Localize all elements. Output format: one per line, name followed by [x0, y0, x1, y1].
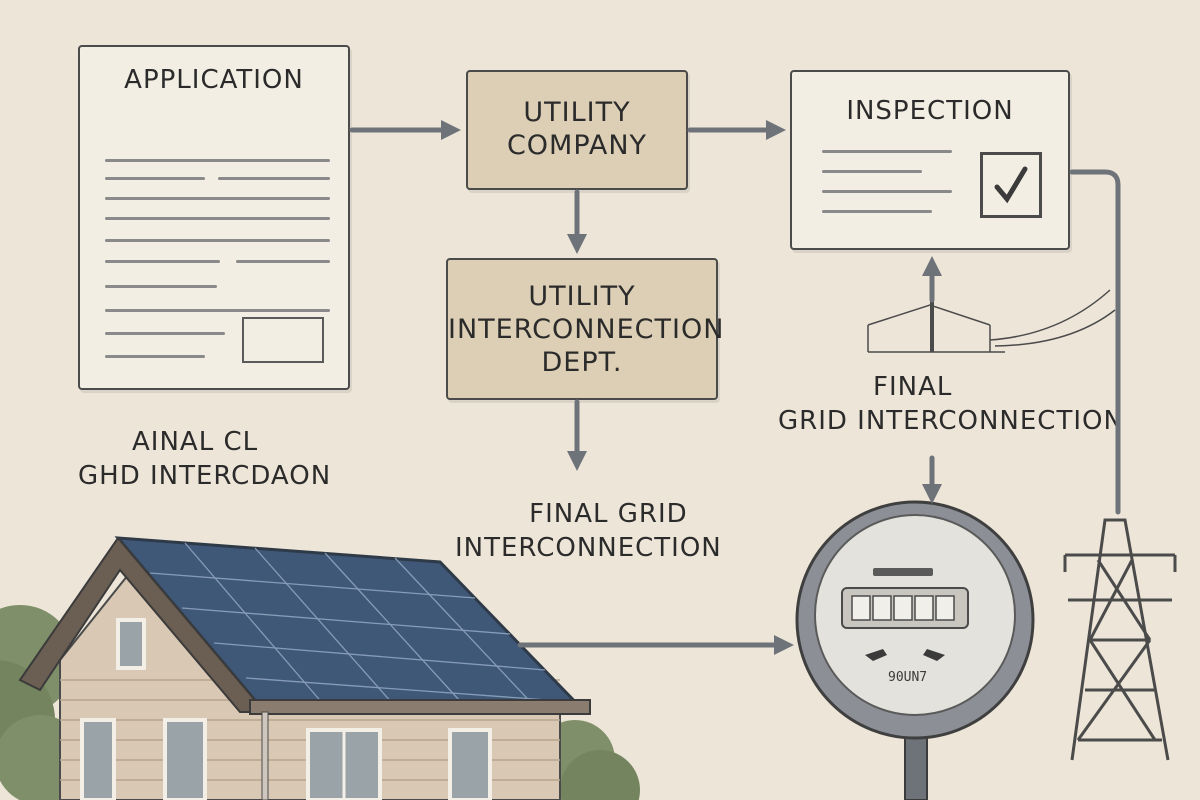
inspection-box: INSPECTION — [790, 70, 1070, 250]
interconnection-dept-box: UTILITY INTERCONNECTION DEPT. — [446, 258, 725, 400]
label-left: AINAL CL GHD INTERCDAON — [78, 425, 331, 493]
house — [18, 536, 591, 800]
form-line — [105, 309, 330, 312]
transmission-tower — [1063, 518, 1177, 761]
label-right: FINAL GRID INTERCONNECTION — [778, 370, 1124, 438]
form-line — [105, 159, 330, 162]
window-attic — [116, 618, 146, 670]
application-title: APPLICATION — [124, 65, 304, 95]
label-right-line2: GRID INTERCONNECTION — [778, 406, 1124, 436]
form-line — [105, 355, 205, 358]
dept-line1: UTILITY — [528, 281, 636, 312]
electric-meter — [795, 500, 1035, 800]
label-center: FINAL GRID INTERCONNECTION — [455, 497, 722, 565]
label-right-line1: FINAL — [873, 372, 953, 402]
signature-box — [242, 317, 324, 363]
form-line — [105, 332, 225, 335]
utility-company-line2: COMPANY — [506, 130, 648, 161]
label-left-line1: AINAL CL — [132, 427, 259, 457]
window-2 — [163, 718, 207, 800]
utility-company-line1: UTILITY — [523, 97, 631, 128]
utility-company-box: UTILITY COMPANY — [466, 70, 688, 190]
form-line — [236, 260, 330, 263]
label-left-line2: GHD INTERCDAON — [78, 461, 332, 491]
window-1 — [80, 718, 116, 800]
form-line — [822, 170, 922, 173]
meter-readout: 90UN7 — [888, 670, 928, 685]
checkbox-checked — [980, 152, 1042, 218]
substation-sketch — [867, 289, 1116, 353]
dept-line3: DEPT. — [541, 347, 623, 378]
form-line — [218, 177, 330, 180]
window-4 — [448, 728, 492, 800]
application-form: APPLICATION — [78, 45, 350, 390]
form-line — [105, 260, 220, 263]
inspection-title: INSPECTION — [846, 96, 1014, 126]
form-line — [822, 190, 952, 193]
check-icon — [994, 166, 1028, 204]
form-line — [822, 150, 952, 153]
form-line — [105, 197, 330, 200]
label-center-line1: FINAL GRID — [529, 499, 688, 529]
form-line — [105, 239, 330, 242]
label-center-line2: INTERCONNECTION — [455, 533, 722, 563]
dept-line2: INTERCONNECTION — [448, 314, 725, 345]
form-line — [105, 285, 217, 288]
form-line — [822, 210, 932, 213]
form-line — [105, 217, 330, 220]
form-line — [105, 177, 205, 180]
